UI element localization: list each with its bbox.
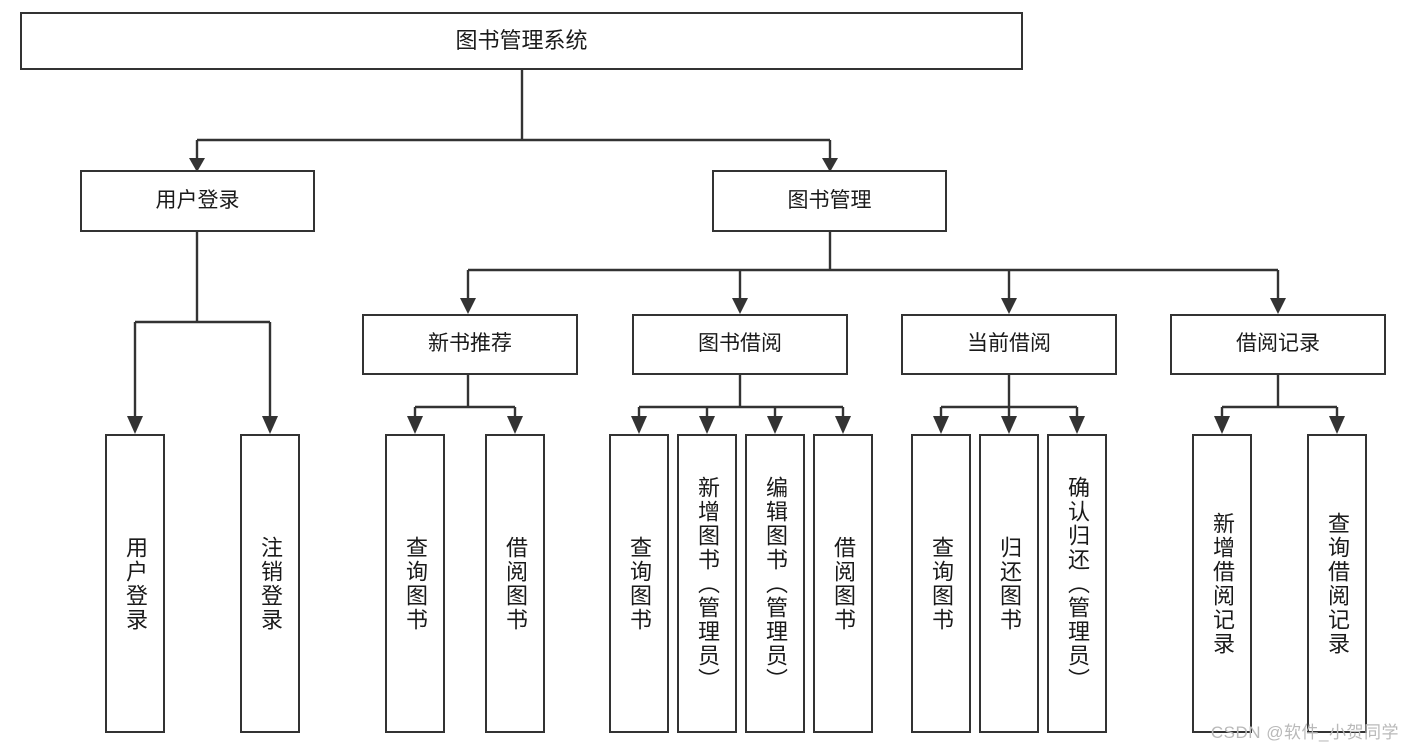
node-book-management[interactable]: 图书管理	[712, 170, 947, 232]
leaf-edit-book-admin[interactable]: 编辑图书（管理员）	[745, 434, 805, 733]
node-label: 新书推荐	[428, 332, 512, 356]
leaf-confirm-return-admin[interactable]: 确认归还（管理员）	[1047, 434, 1107, 733]
node-label: 借阅记录	[1236, 332, 1320, 356]
leaf-borrow-book[interactable]: 借阅图书	[813, 434, 873, 733]
leaf-borrow-book-recommend[interactable]: 借阅图书	[485, 434, 545, 733]
node-new-book-recommend[interactable]: 新书推荐	[362, 314, 578, 375]
node-label: 借阅图书	[503, 535, 528, 632]
leaf-logout[interactable]: 注销登录	[240, 434, 300, 733]
node-label: 用户登录	[155, 188, 240, 212]
leaf-query-book-recommend[interactable]: 查询图书	[385, 434, 445, 733]
leaf-add-borrow-record[interactable]: 新增借阅记录	[1192, 434, 1252, 733]
leaf-add-book-admin[interactable]: 新增图书（管理员）	[677, 434, 737, 733]
node-label: 查询图书	[929, 535, 954, 632]
leaf-query-book-current[interactable]: 查询图书	[911, 434, 971, 733]
node-label: 用户登录	[123, 535, 148, 632]
node-label: 查询图书	[403, 535, 428, 632]
node-label: 新增图书（管理员）	[695, 475, 720, 692]
node-label: 归还图书	[997, 535, 1022, 632]
leaf-user-login[interactable]: 用户登录	[105, 434, 165, 733]
leaf-query-borrow-record[interactable]: 查询借阅记录	[1307, 434, 1367, 733]
node-book-borrow[interactable]: 图书借阅	[632, 314, 848, 375]
node-label: 编辑图书（管理员）	[763, 475, 788, 692]
node-label: 查询借阅记录	[1325, 511, 1350, 656]
node-label: 当前借阅	[967, 332, 1051, 356]
leaf-return-book[interactable]: 归还图书	[979, 434, 1039, 733]
node-root-system[interactable]: 图书管理系统	[20, 12, 1023, 70]
leaf-query-book-borrow[interactable]: 查询图书	[609, 434, 669, 733]
node-label: 新增借阅记录	[1210, 511, 1235, 656]
node-label: 图书管理	[787, 188, 872, 212]
node-label: 查询图书	[627, 535, 652, 632]
node-label: 注销登录	[258, 535, 283, 632]
node-borrow-records[interactable]: 借阅记录	[1170, 314, 1386, 375]
node-current-borrow[interactable]: 当前借阅	[901, 314, 1117, 375]
node-user-login[interactable]: 用户登录	[80, 170, 315, 232]
node-label: 图书借阅	[698, 332, 782, 356]
node-label: 借阅图书	[831, 535, 856, 632]
node-label: 确认归还（管理员）	[1065, 475, 1090, 692]
node-label: 图书管理系统	[455, 28, 588, 54]
